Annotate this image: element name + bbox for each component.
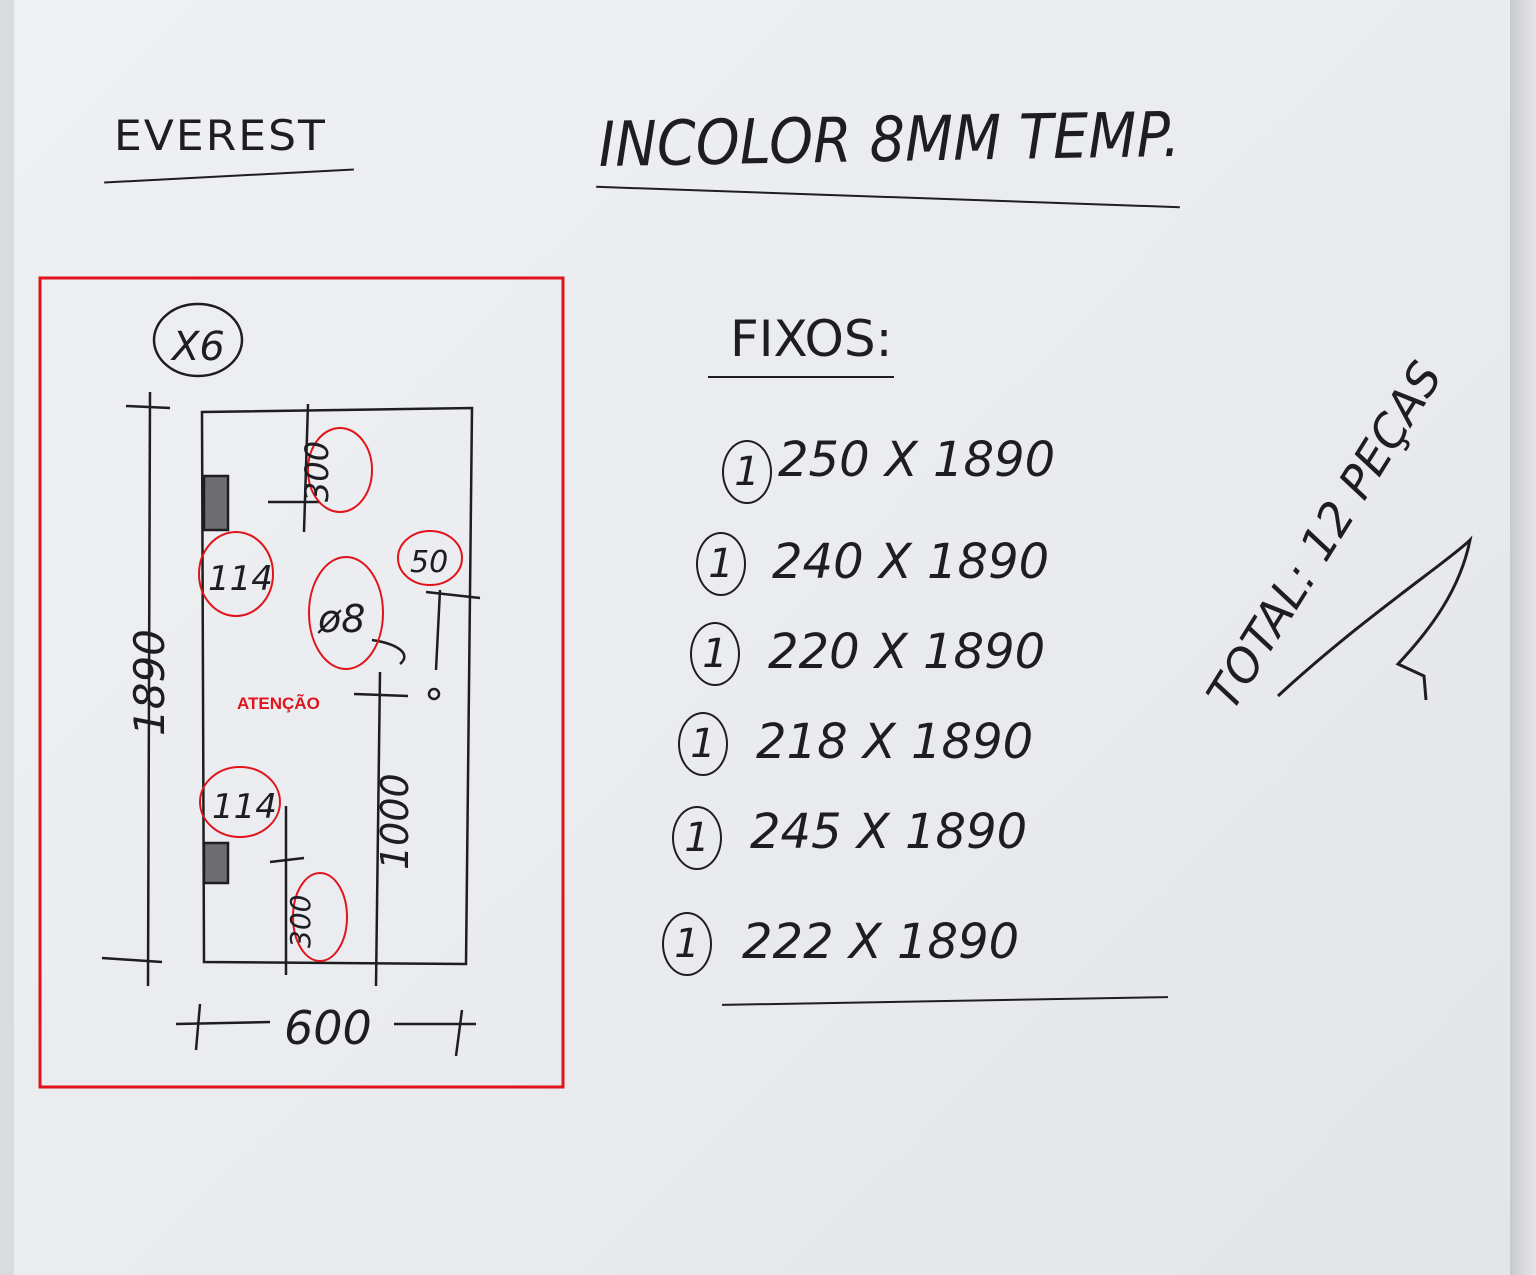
highlight-frame — [38, 276, 565, 1089]
highlight-circle — [292, 872, 348, 962]
highlight-circle — [198, 531, 274, 617]
height-dim-line — [146, 391, 152, 987]
height-label: 1890 — [125, 629, 174, 736]
hole-height-dim-tick — [353, 692, 409, 698]
client-name: EVEREST — [114, 112, 327, 161]
highlight-circle — [307, 427, 373, 513]
width-dim-tick — [454, 1009, 464, 1057]
hole-edge-dim-tick — [434, 589, 442, 671]
fixed-item-qty: 1 — [678, 712, 728, 776]
warning-label: ATENÇÃO — [237, 694, 320, 713]
paper-sheet — [14, 0, 1512, 1275]
highlight-circle — [308, 556, 384, 670]
total-swoosh — [1276, 535, 1473, 701]
hinge-cutout-bottom — [202, 841, 230, 885]
desk-background — [1510, 0, 1536, 1275]
hinge-top-size-label: 114 — [208, 559, 273, 599]
width-dim-line — [175, 1020, 271, 1026]
hole-edge-dim-line — [425, 590, 481, 600]
height-dim-tick — [125, 404, 171, 410]
fixed-title: FIXOS: — [730, 310, 893, 368]
fixed-item-size: 222 X 1890 — [742, 914, 1020, 970]
height-dim-tick — [101, 956, 163, 964]
fixed-item-size: 240 X 1890 — [772, 534, 1050, 590]
fixed-item-size: 218 X 1890 — [756, 714, 1034, 770]
hinge-cutout-top — [202, 474, 230, 532]
width-dim-tick — [194, 1003, 202, 1051]
fixed-item-qty: 1 — [662, 912, 712, 976]
fixed-item-qty: 1 — [690, 622, 740, 686]
hole-height-label: 1000 — [373, 773, 417, 870]
highlight-circle — [199, 766, 281, 838]
quantity-label: X6 — [170, 324, 225, 370]
width-label: 600 — [284, 1001, 372, 1055]
hinge-top-dim-line — [302, 403, 310, 533]
hinge-bottom-dim-tick — [269, 856, 305, 864]
hole-marker — [427, 687, 441, 701]
hole-height-dim-line — [374, 671, 382, 987]
fixed-item-size: 250 X 1890 — [778, 432, 1056, 488]
fixed-item-qty: 1 — [672, 806, 722, 870]
highlight-circle — [397, 530, 463, 586]
quantity-circle — [152, 302, 244, 378]
fixed-title-underline — [708, 376, 894, 378]
hinge-bottom-size-label: 114 — [212, 787, 277, 827]
fixed-item-size: 220 X 1890 — [768, 624, 1046, 680]
fixed-item-size: 245 X 1890 — [750, 804, 1028, 860]
hinge-bottom-offset-label: 300 — [284, 895, 317, 948]
hole-edge-offset-label: 50 — [410, 545, 448, 580]
fixed-item-qty: 1 — [696, 532, 746, 596]
hinge-top-offset-label: 300 — [298, 441, 336, 502]
fixed-item-qty: 1 — [722, 440, 772, 504]
hole-diameter-label: ø8 — [317, 597, 365, 641]
glass-panel — [200, 406, 474, 966]
